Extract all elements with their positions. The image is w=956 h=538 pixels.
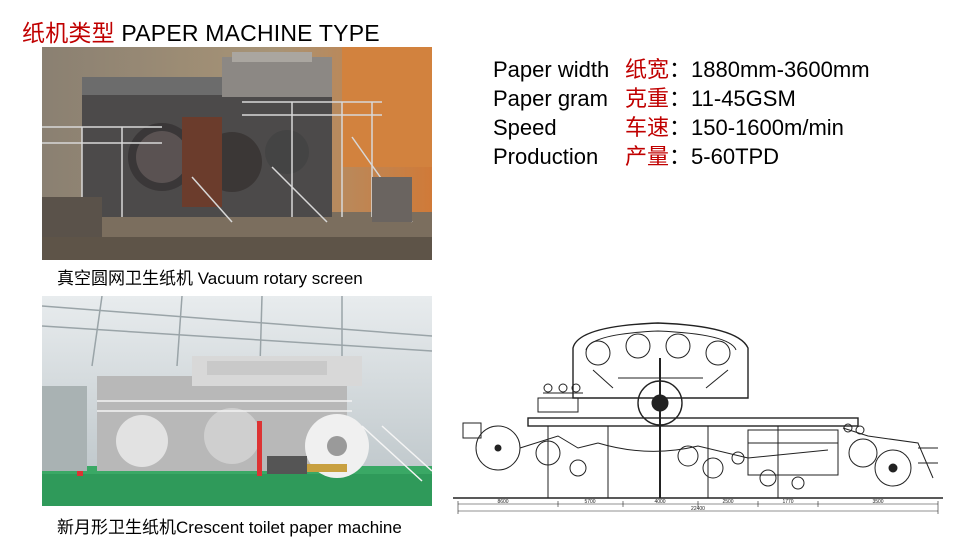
slide-title-en: PAPER MACHINE TYPE bbox=[121, 20, 380, 46]
spec-label-cn: 克重 bbox=[625, 86, 670, 111]
spec-separator: ： bbox=[669, 115, 692, 140]
dimension-label: 2500 bbox=[722, 499, 733, 505]
machine-layout-drawing: 8600 5700 4000 2500 1770 3500 22400 bbox=[448, 318, 948, 518]
vacuum-rotary-caption: 真空圆网卫生纸机 Vacuum rotary screen bbox=[57, 269, 363, 288]
spec-row-paper-width: Paper width 纸宽：1880mm-3600mm bbox=[493, 55, 870, 84]
spec-separator: ： bbox=[669, 86, 692, 111]
spec-row-speed: Speed 车速：150-1600m/min bbox=[493, 113, 870, 142]
vacuum-rotary-machine-photo bbox=[42, 47, 432, 260]
spec-label-cn: 车速 bbox=[625, 115, 670, 140]
spec-label-en: Paper gram bbox=[493, 86, 608, 111]
dimension-label: 4000 bbox=[654, 499, 665, 505]
crescent-machine-photo bbox=[42, 296, 432, 506]
slide-title: 纸机类型 PAPER MACHINE TYPE bbox=[22, 14, 380, 48]
spec-label-en: Paper width bbox=[493, 57, 610, 82]
spec-label-cn: 纸宽 bbox=[625, 57, 670, 82]
dimension-label: 1770 bbox=[782, 499, 793, 505]
slide-title-cn: 纸机类型 bbox=[22, 20, 115, 46]
spec-separator: ： bbox=[669, 144, 692, 169]
dimension-label: 5700 bbox=[584, 499, 595, 505]
spec-separator: ： bbox=[669, 57, 692, 82]
crescent-machine-caption: 新月形卫生纸机Crescent toilet paper machine bbox=[57, 518, 402, 537]
spec-row-paper-gram: Paper gram 克重：11-45GSM bbox=[493, 84, 870, 113]
spec-row-production: Production 产量：5-60TPD bbox=[493, 142, 870, 171]
spec-value: 1880mm-3600mm bbox=[691, 57, 870, 82]
spec-label-en: Speed bbox=[493, 115, 557, 140]
spec-label-cn: 产量 bbox=[625, 144, 670, 169]
dimension-label: 3500 bbox=[872, 499, 883, 505]
dimension-label: 8600 bbox=[497, 499, 508, 505]
spec-value: 11-45GSM bbox=[691, 86, 796, 111]
spec-value: 5-60TPD bbox=[691, 144, 780, 169]
dimension-label: 22400 bbox=[691, 506, 705, 512]
spec-value: 150-1600m/min bbox=[691, 115, 844, 140]
spec-label-en: Production bbox=[493, 144, 599, 169]
